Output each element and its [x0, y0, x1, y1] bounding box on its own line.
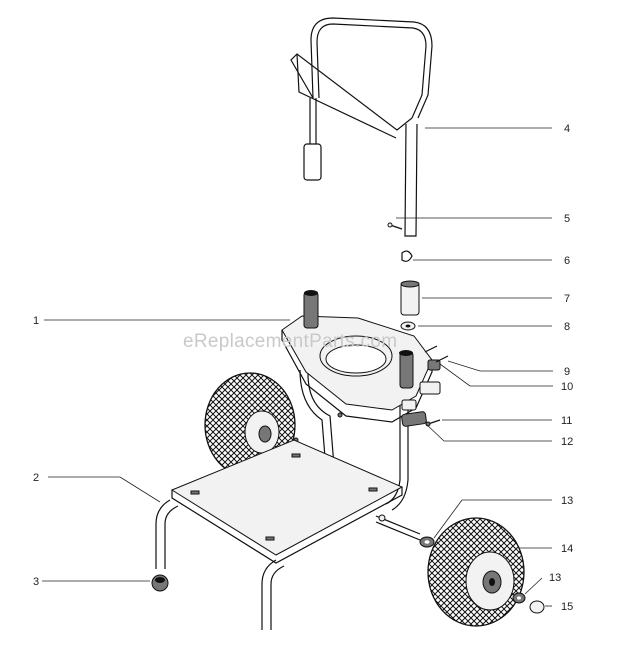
callout-9: 9 — [564, 366, 570, 378]
sleeve-part-7 — [400, 280, 420, 316]
frame-part-1 — [281, 290, 441, 511]
handle-part-4 — [290, 17, 433, 237]
leader-lines — [42, 127, 553, 607]
screw-part-11 — [425, 419, 441, 427]
callout-5: 5 — [564, 213, 570, 225]
pin-part-5 — [387, 222, 403, 230]
callout-13-upper: 13 — [561, 495, 573, 507]
base-part-2 — [155, 439, 404, 630]
callout-12: 12 — [561, 436, 573, 448]
washer-part-8 — [400, 321, 416, 331]
callout-15: 15 — [561, 601, 573, 613]
bolts-part-9 — [424, 345, 449, 363]
callout-7: 7 — [564, 293, 570, 305]
hubcap-part-15 — [529, 600, 545, 614]
callout-10: 10 — [561, 381, 573, 393]
axle — [375, 514, 421, 541]
rear-wheel — [204, 372, 296, 478]
callout-14: 14 — [561, 543, 573, 555]
callout-3: 3 — [33, 576, 39, 588]
clip-part-6 — [401, 250, 413, 262]
callout-6: 6 — [564, 255, 570, 267]
cap-part-3 — [151, 574, 169, 592]
callout-labels: 4 5 6 7 8 1 9 10 11 12 2 13 14 3 13 15 — [33, 123, 573, 613]
washer-part-13 — [419, 536, 435, 548]
washer-part-13-outer — [512, 592, 526, 604]
plate-part-12 — [401, 411, 427, 427]
callout-11: 11 — [561, 415, 572, 427]
wheel-part-14 — [427, 517, 525, 627]
callout-1: 1 — [33, 315, 39, 327]
watermark: eReplacementParts.com — [183, 331, 397, 352]
callout-2: 2 — [33, 472, 39, 484]
callout-8: 8 — [564, 321, 570, 333]
callout-13-lower: 13 — [549, 572, 561, 584]
callout-4: 4 — [564, 123, 570, 135]
